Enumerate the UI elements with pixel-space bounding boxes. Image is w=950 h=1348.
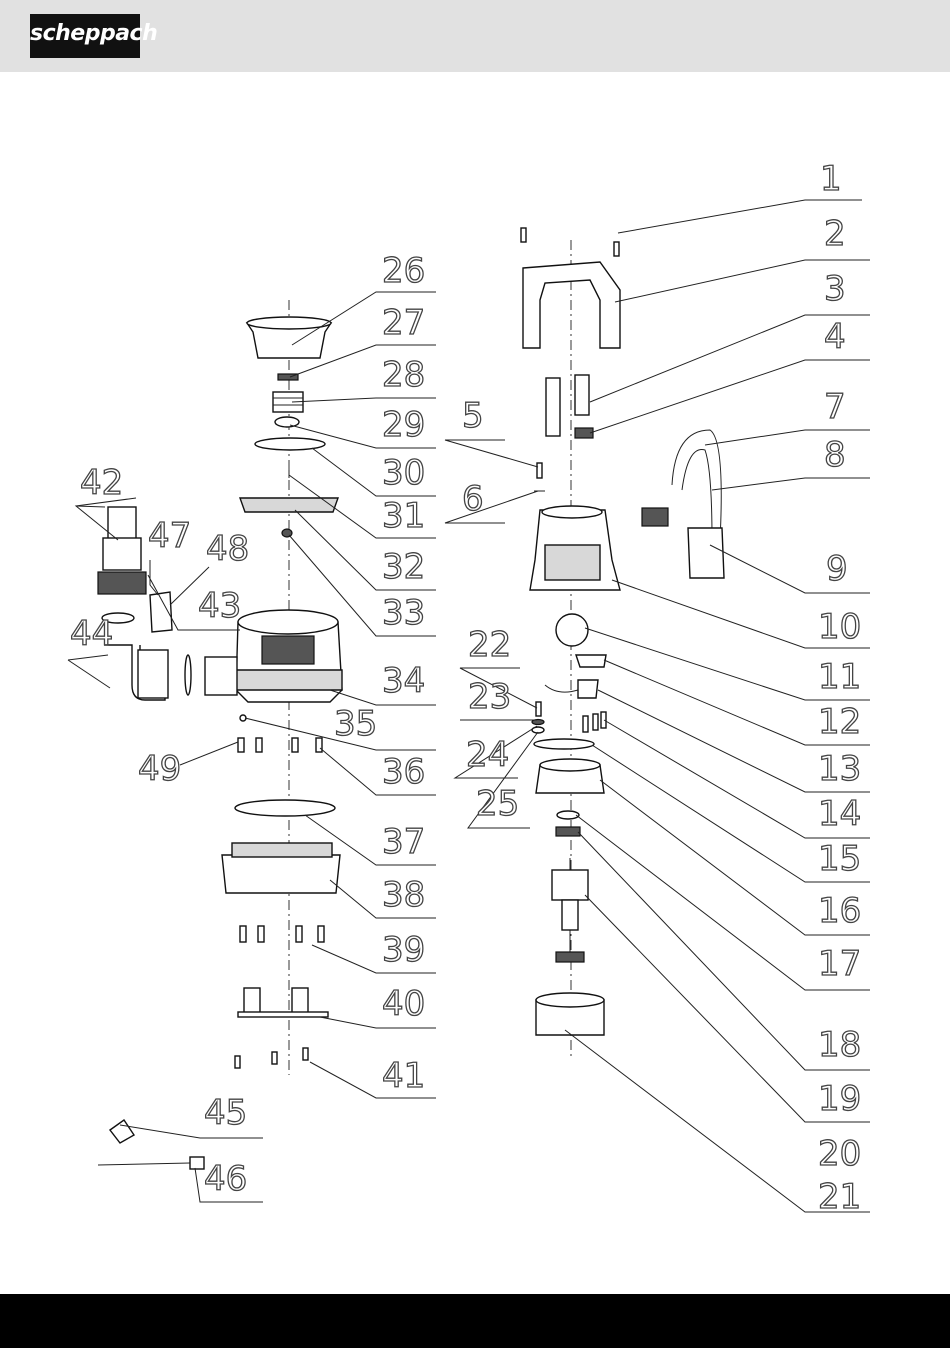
- label-21: 21: [818, 1177, 861, 1217]
- label-10: 10: [818, 607, 861, 647]
- label-49: 49: [138, 749, 181, 789]
- label-41: 41: [382, 1056, 425, 1096]
- label-16: 16: [818, 891, 861, 931]
- part-44-elbow: [104, 645, 168, 700]
- label-4: 4: [824, 317, 846, 357]
- part-45-cap: [110, 1120, 134, 1143]
- label-37: 37: [382, 822, 425, 862]
- label-47: 47: [148, 516, 191, 556]
- label-18: 18: [818, 1025, 861, 1065]
- label-38: 38: [382, 875, 425, 915]
- part-11-ball: [556, 614, 588, 646]
- label-44: 44: [70, 614, 113, 654]
- part-41-screws: [235, 1048, 308, 1068]
- part-26-cap: [247, 317, 331, 358]
- label-20: 20: [818, 1134, 861, 1174]
- part-29: [275, 417, 299, 427]
- label-34: 34: [382, 661, 425, 701]
- part-20-rotor: [552, 858, 588, 962]
- page-header: scheppach: [0, 0, 950, 72]
- label-24: 24: [466, 735, 509, 775]
- label-45: 45: [204, 1093, 247, 1133]
- part-1-screws: [521, 228, 619, 256]
- label-28: 28: [382, 355, 425, 395]
- part-43-seal: [185, 655, 191, 695]
- label-42: 42: [80, 463, 123, 503]
- page-footer: [0, 1294, 950, 1348]
- label-17: 17: [818, 944, 861, 984]
- label-46: 46: [204, 1159, 247, 1199]
- part-37-oring: [235, 800, 335, 816]
- label-48: 48: [206, 529, 249, 569]
- part-42-hose-adapter: [98, 507, 146, 594]
- part-7-8-9-cable-switch: [642, 430, 724, 578]
- part-15-screws: [583, 712, 606, 732]
- label-40: 40: [382, 984, 425, 1024]
- label-15: 15: [818, 839, 861, 879]
- label-32: 32: [382, 547, 425, 587]
- part-16-ring: [534, 739, 594, 749]
- label-5: 5: [462, 396, 484, 436]
- part-10-motor-housing: [530, 506, 620, 590]
- label-7: 7: [824, 387, 846, 427]
- part-40-foot: [238, 988, 328, 1017]
- label-1: 1: [820, 159, 842, 199]
- label-33: 33: [382, 593, 425, 633]
- part-19-bearing: [556, 827, 580, 836]
- label-3: 3: [824, 269, 846, 309]
- label-14: 14: [818, 794, 861, 834]
- brand-name: scheppach: [30, 21, 140, 46]
- label-31: 31: [382, 496, 425, 536]
- label-27: 27: [382, 303, 425, 343]
- label-8: 8: [824, 435, 846, 475]
- label-2: 2: [824, 214, 846, 254]
- label-39: 39: [382, 930, 425, 970]
- part-38-base: [222, 843, 340, 893]
- label-23: 23: [468, 677, 511, 717]
- exploded-view-diagram: 1 2 3 4 5 6 7 8 9 10 11 12 13 14 15 16 1…: [0, 72, 950, 1294]
- part-17-stator: [536, 759, 604, 793]
- label-26: 26: [382, 251, 425, 291]
- label-19: 19: [818, 1079, 861, 1119]
- label-9: 9: [826, 549, 848, 589]
- label-6: 6: [462, 479, 484, 519]
- part-46-cable-tie: [98, 1157, 204, 1169]
- part-21-ring: [536, 993, 604, 1035]
- part-3-4-capacitor: [546, 375, 593, 438]
- part-39-screws: [240, 926, 324, 942]
- part-5-screw: [537, 463, 542, 478]
- label-13: 13: [818, 749, 861, 789]
- part-33: [282, 529, 292, 537]
- label-25: 25: [476, 784, 519, 824]
- label-12: 12: [818, 702, 861, 742]
- label-30: 30: [382, 453, 425, 493]
- label-35: 35: [334, 704, 377, 744]
- label-11: 11: [818, 657, 861, 697]
- part-30-oring: [255, 438, 325, 450]
- label-29: 29: [382, 405, 425, 445]
- part-36-screws: [238, 738, 322, 752]
- label-36: 36: [382, 752, 425, 792]
- part-18-washer: [557, 811, 579, 819]
- label-22: 22: [468, 625, 511, 665]
- part-12: [576, 655, 606, 667]
- label-43: 43: [198, 586, 241, 626]
- brand-logo: scheppach: [30, 14, 140, 58]
